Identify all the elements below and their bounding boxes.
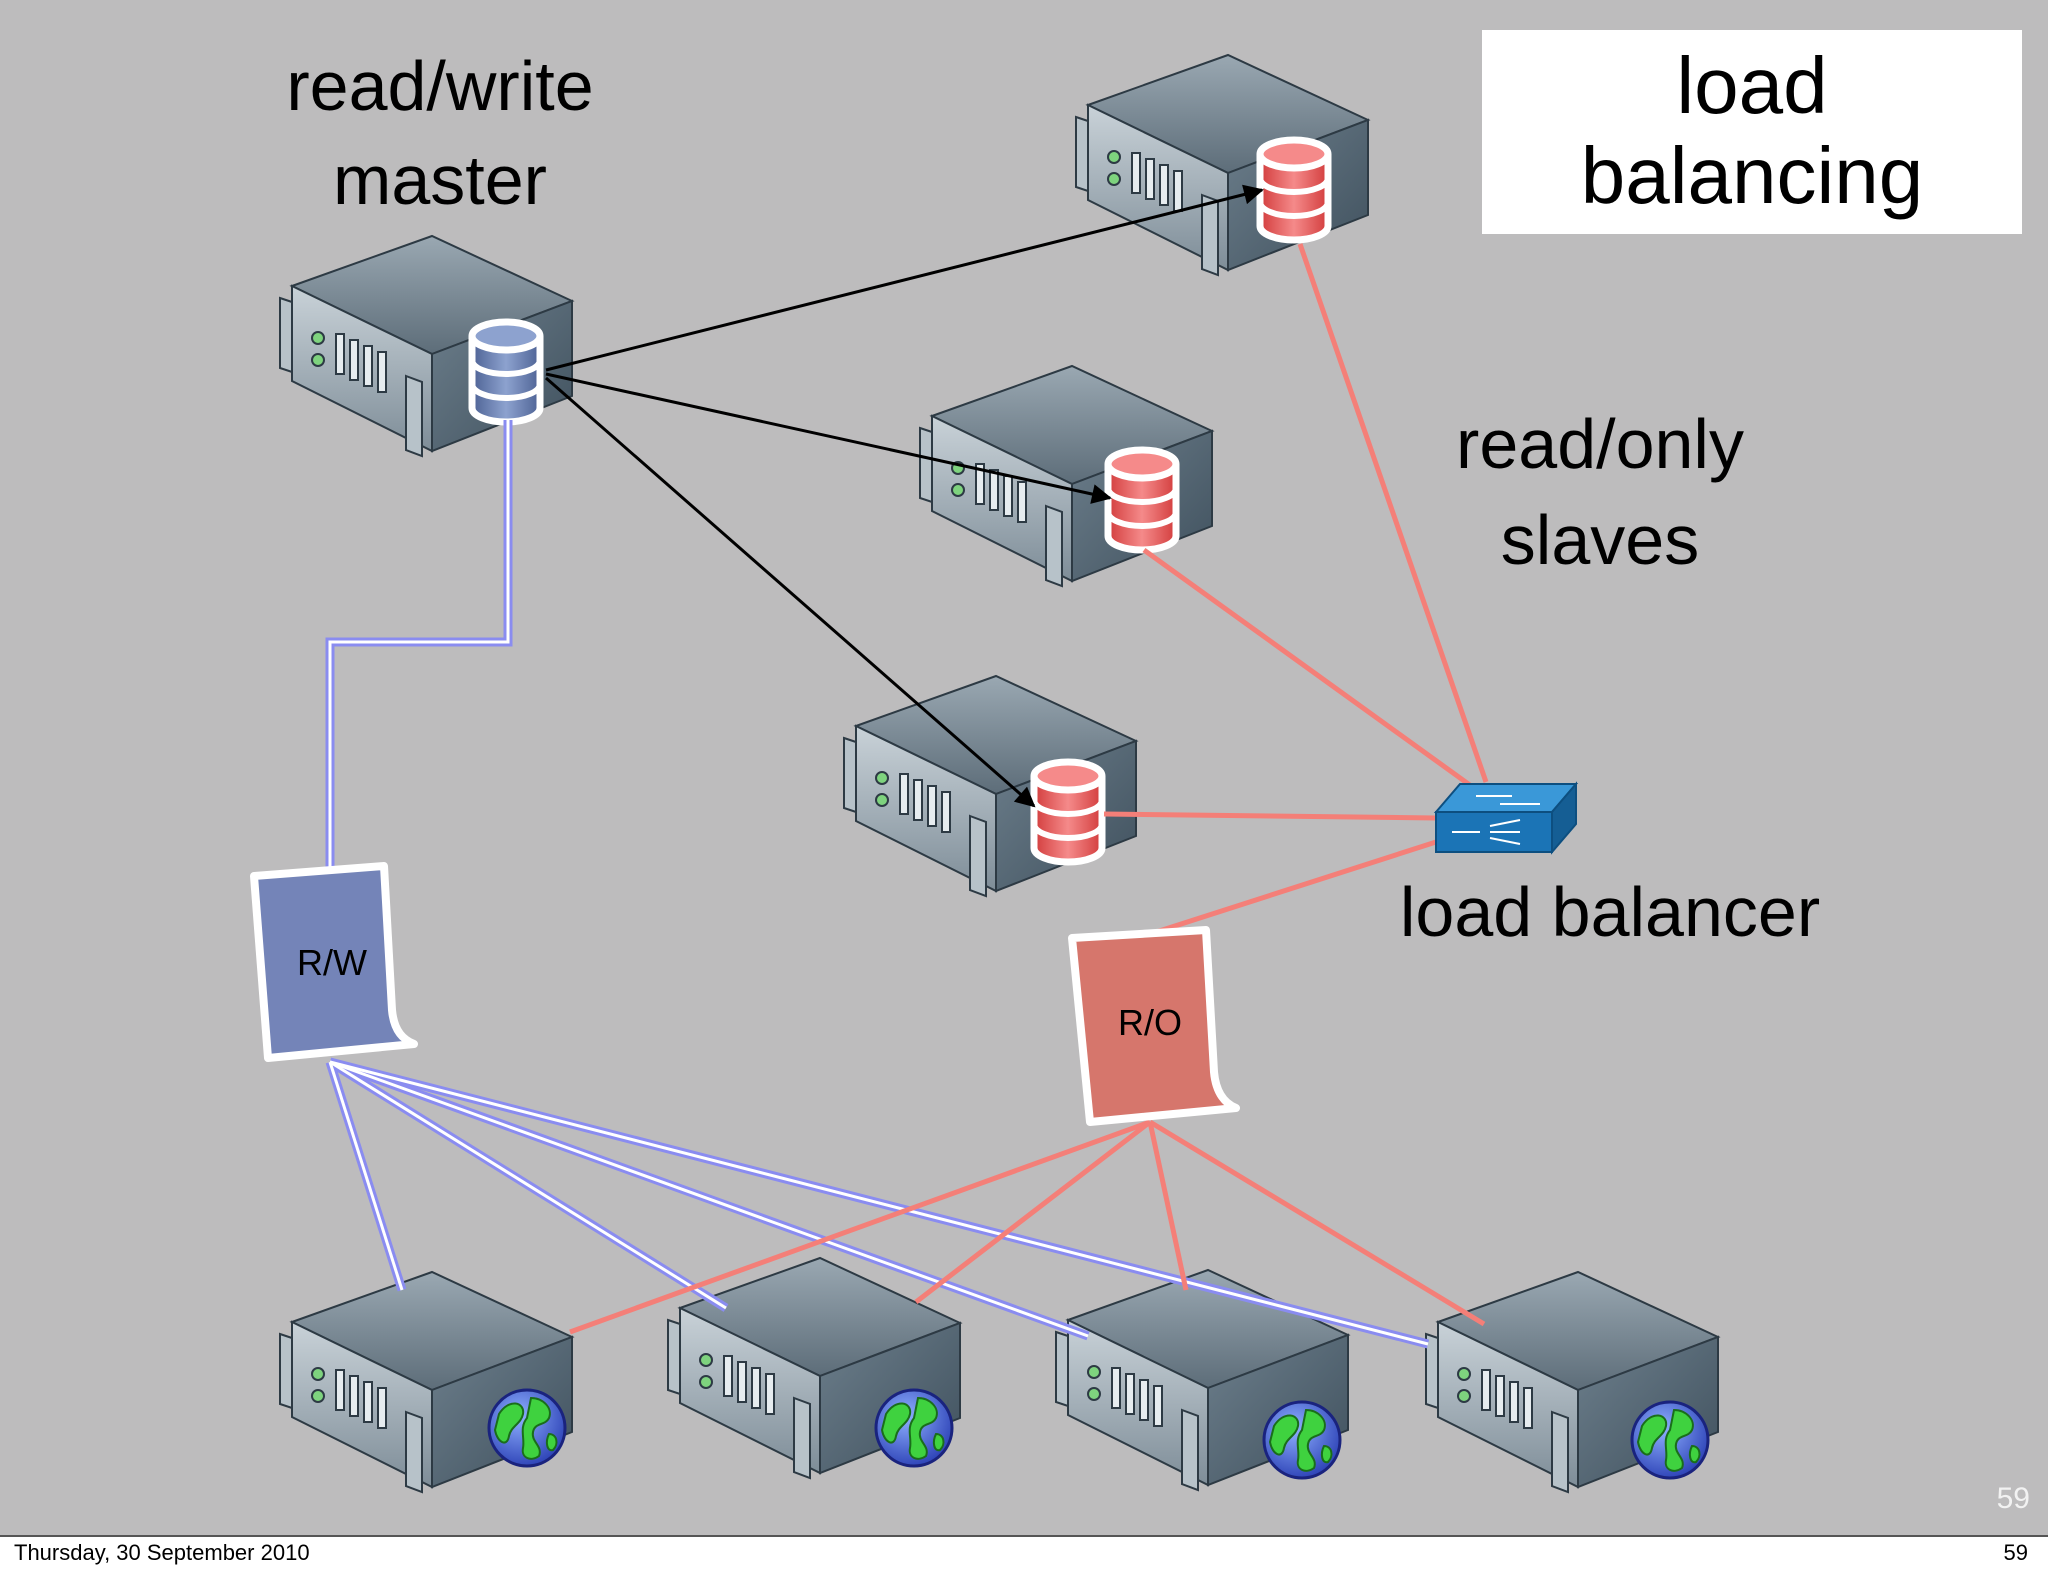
load-balancer-switch-icon xyxy=(1433,781,1579,855)
load-balancer-label: load balancer xyxy=(1399,873,1821,951)
slaves-label-line2: slaves xyxy=(1500,501,1700,579)
architecture-diagram xyxy=(250,54,1719,1493)
slide-number: 59 xyxy=(1996,1482,2030,1515)
slave-database-icon xyxy=(1108,450,1176,550)
title-box: load balancing xyxy=(1482,30,2022,234)
slide: load balancing read/write master read/on… xyxy=(0,0,2048,1537)
ro-document-icon xyxy=(1068,926,1240,1126)
globe-icon xyxy=(1262,1400,1342,1480)
master-database-icon xyxy=(472,322,540,422)
read-only-connections xyxy=(569,243,1489,1335)
slave-database-icon xyxy=(1034,762,1102,862)
footer-date: Thursday, 30 September 2010 xyxy=(14,1540,310,1565)
master-label-line1: read/write xyxy=(286,47,594,125)
title-line2: balancing xyxy=(1580,131,1924,220)
slaves-label-line1: read/only xyxy=(1456,405,1744,483)
rw-document-icon xyxy=(250,862,418,1062)
globe-icon xyxy=(1630,1400,1710,1480)
title-line1: load xyxy=(1676,41,1828,130)
globe-icon xyxy=(487,1388,567,1468)
ro-document-label: R/O xyxy=(1117,1002,1182,1043)
footer-page-number: 59 xyxy=(2003,1540,2028,1565)
master-label-line2: master xyxy=(333,141,547,219)
slave-database-icon xyxy=(1260,140,1328,240)
replication-arrows xyxy=(545,184,1264,808)
globe-icon xyxy=(874,1388,954,1468)
rw-document-label: R/W xyxy=(297,942,367,983)
read-write-connections xyxy=(325,420,1430,1349)
